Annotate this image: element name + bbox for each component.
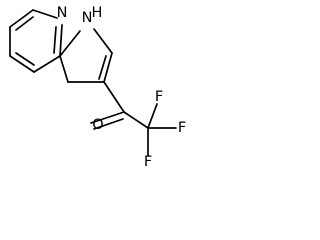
bond-c7a-n7: [59, 24, 63, 57]
bond-n7-c6: [32, 9, 58, 19]
bond-c6-c5-inner: [15, 16, 34, 31]
bond-cf3-f-top: [147, 103, 158, 129]
bond-c3-carbonyl: [103, 81, 125, 113]
bond-c4-c3a: [9, 55, 35, 73]
chemical-structure-diagram: N H N O F F F: [9, 5, 187, 170]
pyrrole-h-label: H: [92, 5, 103, 21]
bond-c4-c3a-inner: [15, 52, 35, 66]
bond-c3a-c7a: [33, 55, 61, 73]
fluorine-top-label: F: [155, 89, 163, 105]
bond-layer: [9, 9, 177, 156]
bond-carbonyl-cf3: [123, 111, 149, 129]
bond-carbonyl-oxygen: [90, 111, 125, 124]
bond-c6-c5: [9, 9, 34, 28]
atom-label-layer: N H N O F F F: [57, 5, 187, 170]
fluorine-right-label: F: [178, 120, 186, 136]
pyridine-n-label: N: [57, 5, 68, 21]
bond-c7a-n1: [59, 30, 81, 57]
pyrrole-n-label: N: [82, 10, 93, 26]
bond-n1-c2: [93, 28, 113, 54]
fluorine-bottom-label: F: [144, 154, 152, 170]
bond-c2-c3-inner: [98, 55, 107, 80]
bond-c3a-c3a-link: [59, 55, 69, 83]
bond-c7a-n7-inner: [53, 26, 57, 54]
bond-carbonyl-oxygen-inner: [93, 118, 124, 130]
bond-c2-c3: [103, 52, 113, 83]
carbonyl-o-label: O: [92, 117, 103, 133]
